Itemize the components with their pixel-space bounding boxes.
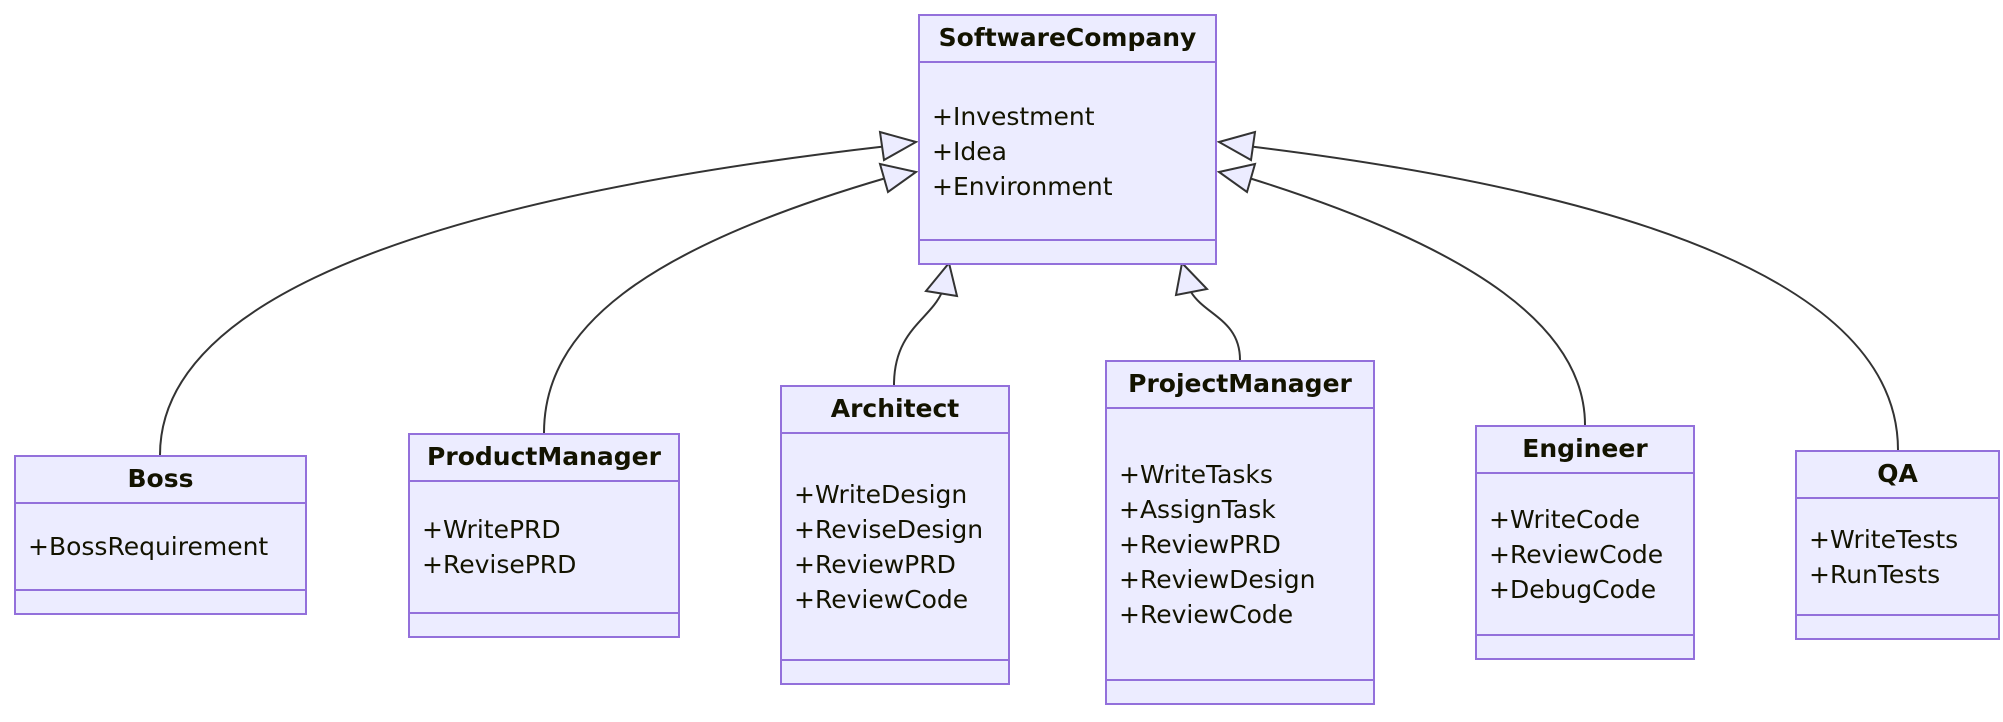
class-attributes-software-company: +Investment +Idea +Environment [920,63,1215,241]
class-methods-qa [1797,616,1998,638]
class-methods-architect [782,661,1008,683]
generalization-arrowhead-icon [878,162,919,194]
class-attribute: +DebugCode [1489,574,1657,604]
class-attributes-project-manager: +WriteTasks +AssignTask +ReviewPRD +Revi… [1107,409,1373,681]
class-attribute: +WriteDesign [794,479,968,509]
generalization-arrowhead-icon [1174,260,1209,297]
class-attribute: +WriteTests [1809,524,1959,554]
class-box-engineer[interactable]: Engineer +WriteCode +ReviewCode +DebugCo… [1475,425,1695,660]
generalization-arrowhead-icon [1216,162,1257,194]
class-title-engineer: Engineer [1477,427,1693,475]
class-attribute: +AssignTask [1119,494,1276,524]
edge-line [1190,291,1241,361]
generalization-arrowhead-icon [878,130,919,162]
generalization-arrowhead-icon [924,260,959,298]
class-box-architect[interactable]: Architect +WriteDesign +ReviseDesign +Re… [780,385,1010,685]
class-attributes-boss: +BossRequirement [16,504,305,591]
class-title-boss: Boss [16,457,305,505]
class-attribute: +WritePRD [422,515,561,545]
class-methods-engineer [1477,636,1693,658]
class-attribute: +RevisePRD [422,550,577,580]
class-attribute: +WriteCode [1489,504,1640,534]
class-attribute: +ReviewPRD [794,549,956,579]
class-methods-project-manager [1107,681,1373,703]
class-box-boss[interactable]: Boss +BossRequirement [14,455,307,615]
class-box-product-manager[interactable]: ProductManager +WritePRD +RevisePRD [408,433,680,638]
edge-projectmanager-to-softwarecompany [1174,260,1241,361]
class-attribute: +Idea [932,136,1007,166]
class-attributes-qa: +WriteTests +RunTests [1797,499,1998,616]
class-methods-boss [16,591,305,613]
class-methods-product-manager [410,614,678,636]
class-attribute: +Investment [932,101,1095,131]
class-title-software-company: SoftwareCompany [920,16,1215,64]
class-box-software-company[interactable]: SoftwareCompany +Investment +Idea +Envir… [918,14,1217,265]
class-title-qa: QA [1797,452,1998,500]
class-attributes-engineer: +WriteCode +ReviewCode +DebugCode [1477,474,1693,636]
class-title-architect: Architect [782,387,1008,435]
edge-line [893,291,943,386]
class-box-project-manager[interactable]: ProjectManager +WriteTasks +AssignTask +… [1105,360,1375,705]
class-attribute: +RunTests [1809,559,1941,589]
edge-architect-to-softwarecompany [893,260,959,386]
class-attribute: +ReviewCode [1119,599,1294,629]
edge-line [159,145,889,456]
class-attribute: +Environment [932,171,1113,201]
class-attribute: +ReviewCode [1489,539,1664,569]
class-attribute: +ReviewCode [794,584,969,614]
class-attribute: +BossRequirement [28,532,269,562]
class-attributes-architect: +WriteDesign +ReviseDesign +ReviewPRD +R… [782,434,1008,661]
class-box-qa[interactable]: QA +WriteTests +RunTests [1795,450,2000,640]
class-title-project-manager: ProjectManager [1107,362,1373,410]
generalization-arrowhead-icon [1216,130,1257,162]
class-attribute: +ReviewDesign [1119,564,1316,594]
class-attribute: +ReviseDesign [794,514,984,544]
class-attribute: +WriteTasks [1119,459,1273,489]
class-attributes-product-manager: +WritePRD +RevisePRD [410,482,678,614]
class-methods-software-company [920,241,1215,263]
class-attribute: +ReviewPRD [1119,529,1281,559]
class-title-product-manager: ProductManager [410,435,678,483]
